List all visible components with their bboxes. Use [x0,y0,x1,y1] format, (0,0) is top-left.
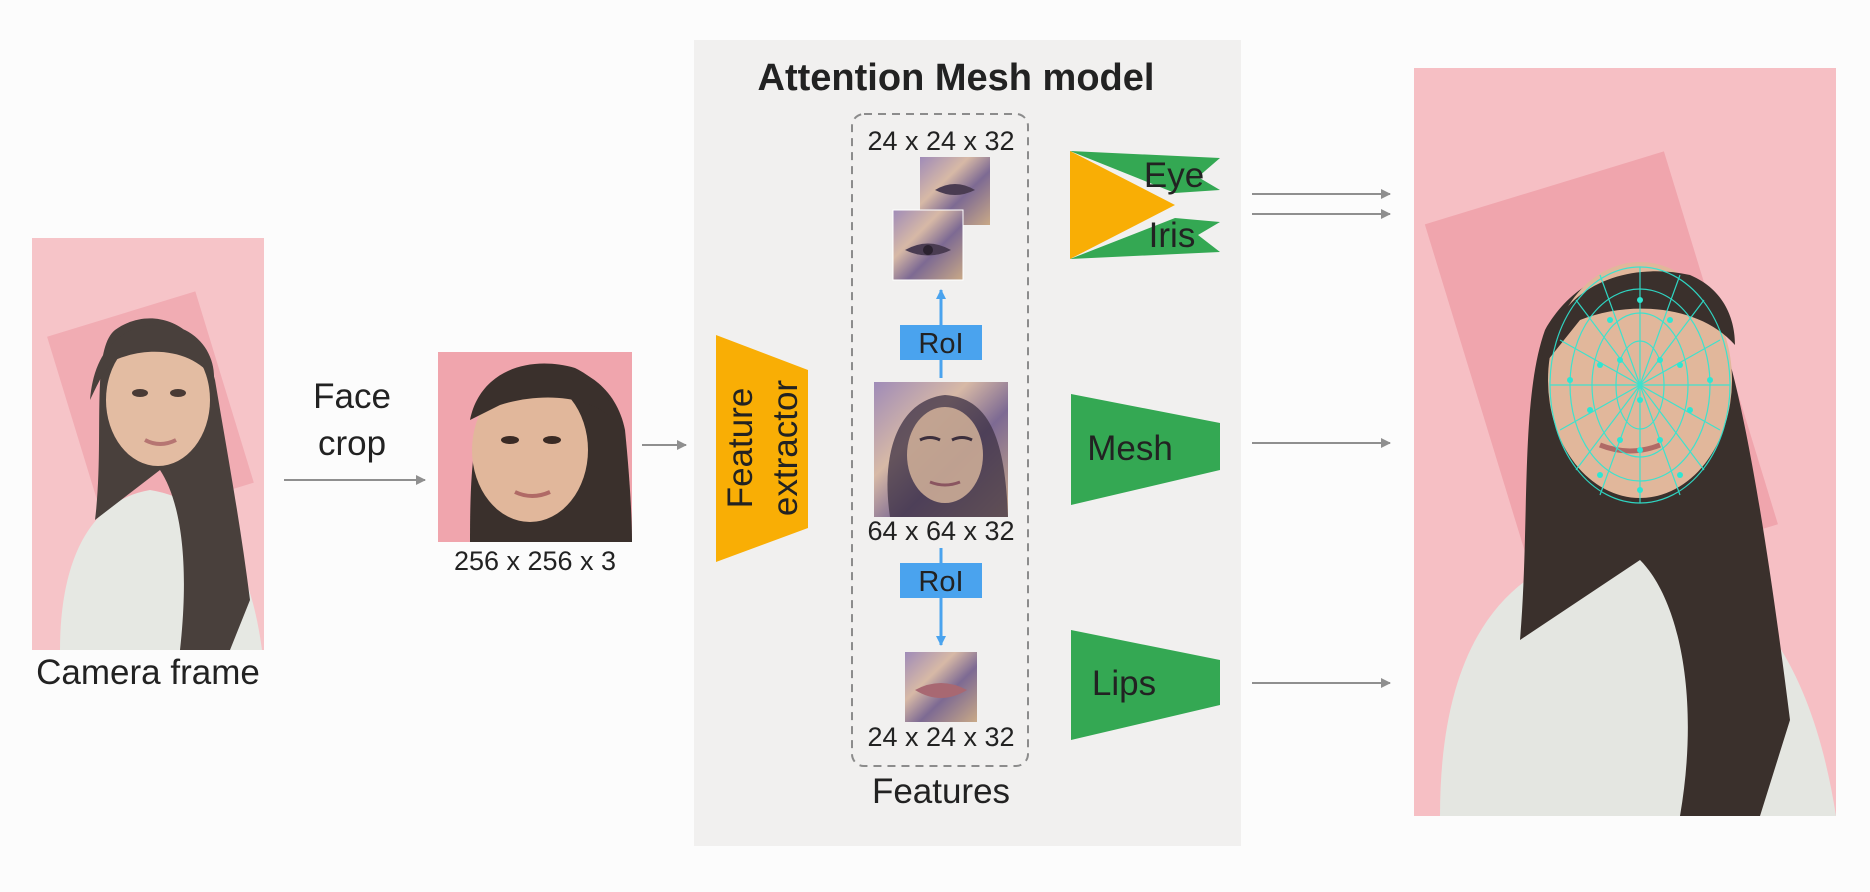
feature-extractor-block [716,335,808,562]
features-box [851,113,1029,767]
lips-head-label: Lips [1092,664,1156,703]
face-crop-label-line2: crop [318,424,386,463]
mesh-head [1071,394,1220,505]
face-feature-map [874,382,1008,517]
roi-bottom-box [900,563,982,598]
crop-size-label: 256 x 256 x 3 [454,546,616,576]
eye-head-label: Eye [1144,156,1204,195]
features-top-dims: 24 x 24 x 32 [867,126,1014,156]
camera-frame-image [32,238,264,650]
features-caption: Features [872,772,1010,811]
roi-top-box [900,325,982,360]
roi-top-label: RoI [918,328,963,360]
eye-feature-maps [892,157,990,281]
lips-head [1071,630,1220,740]
model-title: Attention Mesh model [758,57,1155,99]
mesh-head-label: Mesh [1087,429,1173,468]
iris-head-label: Iris [1149,216,1196,255]
features-bottom-dims: 24 x 24 x 32 [867,722,1014,752]
output-mesh-image [1414,68,1836,816]
cropped-face-image [438,352,632,542]
feature-extractor-label-line1: Feature [721,388,760,509]
eye-iris-head [1070,151,1220,259]
lips-feature-map [905,652,977,722]
camera-frame-label: Camera frame [36,653,260,692]
features-mid-dims: 64 x 64 x 32 [867,516,1014,546]
feature-extractor-label-line2: extractor [766,380,805,516]
roi-bottom-label: RoI [918,566,963,598]
face-crop-label-line1: Face [313,377,391,416]
face-mesh-overlay [1549,266,1731,504]
